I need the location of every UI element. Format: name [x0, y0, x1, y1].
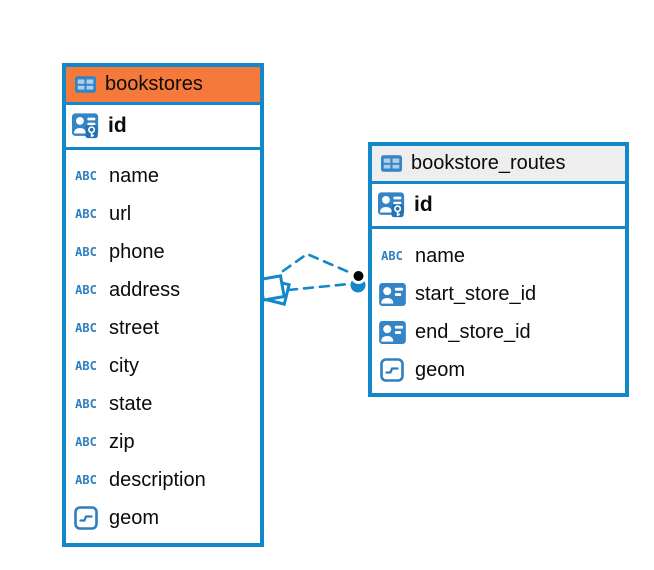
- column-name: geom: [109, 506, 160, 529]
- id-reference-icon: [378, 283, 406, 306]
- column-row-city[interactable]: ABC city: [72, 347, 254, 385]
- column-name: description: [109, 468, 206, 491]
- column-name: phone: [109, 240, 165, 263]
- column-row-address[interactable]: ABC address: [72, 271, 254, 309]
- column-name: name: [109, 164, 160, 187]
- column-name: street: [109, 316, 160, 339]
- text-type-icon: ABC: [75, 435, 97, 449]
- column-name: start_store_id: [415, 282, 537, 305]
- column-row-description[interactable]: ABC description: [72, 461, 254, 499]
- column-name: geom: [415, 358, 466, 381]
- text-type-icon: ABC: [75, 321, 97, 335]
- table-bookstore-routes[interactable]: bookstore_routes id ABC name start_store…: [368, 142, 629, 397]
- table-header-bookstores[interactable]: bookstores: [66, 67, 260, 105]
- text-type-icon: ABC: [75, 245, 97, 259]
- column-name: city: [109, 354, 139, 377]
- geometry-type-icon: [72, 506, 100, 530]
- geometry-type-icon: [378, 358, 406, 382]
- text-type-icon: ABC: [75, 397, 97, 411]
- column-row-geom[interactable]: geom: [378, 351, 619, 389]
- column-row-url[interactable]: ABC url: [72, 195, 254, 233]
- column-row-id[interactable]: id: [372, 184, 625, 229]
- column-name: address: [109, 278, 181, 301]
- primary-key-icon: [378, 191, 406, 220]
- column-row-geom[interactable]: geom: [72, 499, 254, 537]
- column-row-start-store-id[interactable]: start_store_id: [378, 275, 619, 313]
- text-type-icon: ABC: [75, 207, 97, 221]
- text-type-icon: ABC: [381, 249, 403, 263]
- column-row-id[interactable]: id: [66, 105, 260, 150]
- relationship-source-marker[interactable]: [258, 274, 291, 306]
- text-type-icon: ABC: [75, 169, 97, 183]
- table-header-bookstore-routes[interactable]: bookstore_routes: [372, 146, 625, 184]
- relationship-line-lower[interactable]: [286, 282, 351, 292]
- text-type-icon: ABC: [75, 359, 97, 373]
- relationship-target-marker[interactable]: [350, 268, 367, 293]
- column-row-name[interactable]: ABC name: [378, 237, 619, 275]
- text-type-icon: ABC: [75, 283, 97, 297]
- column-list: ABC name start_store_id end_store_id ge: [372, 229, 625, 389]
- column-name: end_store_id: [415, 320, 531, 343]
- column-row-state[interactable]: ABC state: [72, 385, 254, 423]
- table-bookstores[interactable]: bookstores id ABC name ABC url ABC phone…: [62, 63, 264, 547]
- table-icon: [73, 76, 97, 93]
- column-name: id: [108, 114, 127, 137]
- id-reference-icon: [378, 321, 406, 344]
- column-row-end-store-id[interactable]: end_store_id: [378, 313, 619, 351]
- relationship-line-upper[interactable]: [281, 252, 353, 275]
- column-row-zip[interactable]: ABC zip: [72, 423, 254, 461]
- table-title: bookstore_routes: [411, 152, 566, 174]
- column-row-name[interactable]: ABC name: [72, 157, 254, 195]
- column-name: zip: [109, 430, 135, 453]
- column-name: id: [414, 193, 433, 216]
- primary-key-icon: [72, 112, 100, 141]
- column-name: name: [415, 244, 466, 267]
- column-row-phone[interactable]: ABC phone: [72, 233, 254, 271]
- table-icon: [379, 155, 403, 172]
- column-name: url: [109, 202, 132, 225]
- column-row-street[interactable]: ABC street: [72, 309, 254, 347]
- table-title: bookstores: [105, 73, 203, 95]
- text-type-icon: ABC: [75, 473, 97, 487]
- column-list: ABC name ABC url ABC phone ABC address A…: [66, 150, 260, 537]
- column-name: state: [109, 392, 153, 415]
